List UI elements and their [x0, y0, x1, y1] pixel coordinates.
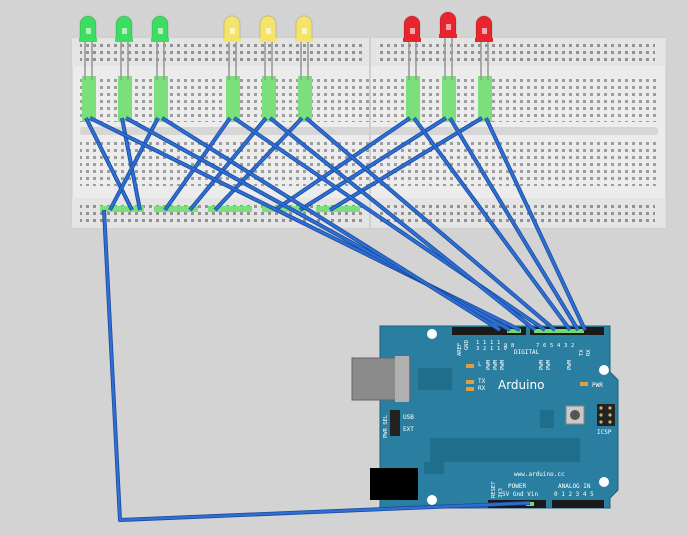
led-group — [79, 11, 493, 42]
wire-group — [84, 116, 587, 522]
pwm-label-6: PWM — [539, 359, 545, 370]
label-l: L — [478, 361, 482, 368]
led-red — [439, 11, 457, 38]
pin-label-12: 1 — [483, 340, 486, 346]
pin-label-5: 5 — [550, 343, 553, 349]
pwm-label-9: PWM — [500, 359, 506, 370]
mount-hole — [427, 495, 437, 505]
led-rx — [466, 387, 474, 391]
led-red — [475, 15, 493, 42]
label-reset: RESET — [491, 481, 497, 498]
label-aref: AREF — [457, 343, 463, 356]
led-legs — [84, 34, 489, 80]
analog-pin-labels: 0 1 2 3 4 5 — [554, 491, 594, 498]
pin-label-rx: RX — [586, 349, 592, 356]
wire — [269, 117, 536, 331]
power-jack — [370, 468, 418, 500]
wire — [84, 117, 134, 211]
led-l — [466, 364, 474, 368]
led-pwr — [580, 382, 588, 386]
label-usb: USB — [403, 414, 414, 421]
pwm-label-3: PWM — [567, 359, 573, 370]
led-red — [403, 15, 421, 42]
pin-label-4: 4 — [557, 343, 561, 349]
led-yellow — [295, 15, 313, 42]
power-label: POWER — [508, 483, 526, 490]
led-green — [79, 15, 97, 42]
label-rx: RX — [478, 385, 486, 392]
wire — [329, 116, 483, 212]
url-label: www.arduino.cc — [514, 471, 565, 478]
pin-label-3: 3 — [564, 343, 567, 349]
pin-label-9: 9 — [504, 343, 507, 349]
pin-label-6: 6 — [543, 343, 546, 349]
label-tx: TX — [478, 378, 486, 385]
pin-label-13: 1 — [476, 340, 479, 346]
pin-label-tx: TX — [579, 349, 585, 356]
pin-label-11: 1 — [490, 340, 493, 346]
mount-hole — [427, 329, 437, 339]
pin-label-10b: 1 0 — [497, 346, 507, 352]
power-pin-labels: 5V Gnd Vin — [502, 491, 539, 498]
label-gnd: GND — [464, 340, 470, 350]
pin-label-12b: 2 — [483, 346, 486, 352]
wire — [299, 116, 447, 212]
usb-connector-shell — [395, 356, 409, 402]
pwm-label-10: PWM — [493, 359, 499, 370]
pin-label-11b: 1 — [490, 346, 493, 352]
label-pwr: PWR — [592, 382, 603, 389]
wire — [274, 117, 411, 211]
wire — [448, 117, 580, 331]
digital-label: DIGITAL — [514, 349, 540, 356]
chip — [418, 368, 452, 390]
reset-button-cap[interactable] — [570, 410, 580, 420]
wire — [413, 117, 571, 331]
digital-header-left — [452, 327, 526, 335]
microcontroller — [430, 438, 580, 462]
ground-wire — [102, 209, 531, 522]
label-3v3: 3V3 — [498, 488, 504, 498]
led-green — [151, 15, 169, 42]
wire — [305, 117, 556, 331]
pwm-label-5: PWM — [546, 359, 552, 370]
label-ext: EXT — [403, 426, 414, 433]
analog-header — [552, 500, 604, 508]
arduino-board: Arduino DIGITAL L TX RX PWR ICSP USB EXT… — [351, 325, 619, 509]
pin-label-7: 7 — [536, 343, 539, 349]
label-icsp: ICSP — [597, 429, 612, 436]
wire — [164, 117, 231, 211]
connected-columns — [82, 76, 492, 212]
pin-label-8: 8 — [511, 343, 514, 349]
pin-label-10: 1 — [497, 340, 500, 346]
led-tx — [466, 380, 474, 384]
label-pwr-sel: PWR SEL — [383, 414, 389, 438]
wire — [161, 116, 501, 332]
led-yellow — [259, 15, 277, 42]
pwm-label-11: PWM — [486, 359, 492, 370]
mount-hole — [599, 365, 609, 375]
pwr-sel-jumper[interactable] — [390, 410, 400, 436]
pin-label-2: 2 — [571, 343, 574, 349]
led-green — [115, 15, 133, 42]
led-yellow — [223, 15, 241, 42]
arduino-logo: Arduino — [498, 378, 544, 392]
mount-hole — [599, 477, 609, 487]
analog-label: ANALOG IN — [558, 483, 591, 490]
wire — [484, 117, 587, 331]
pin-label-13b: 3 — [476, 346, 479, 352]
